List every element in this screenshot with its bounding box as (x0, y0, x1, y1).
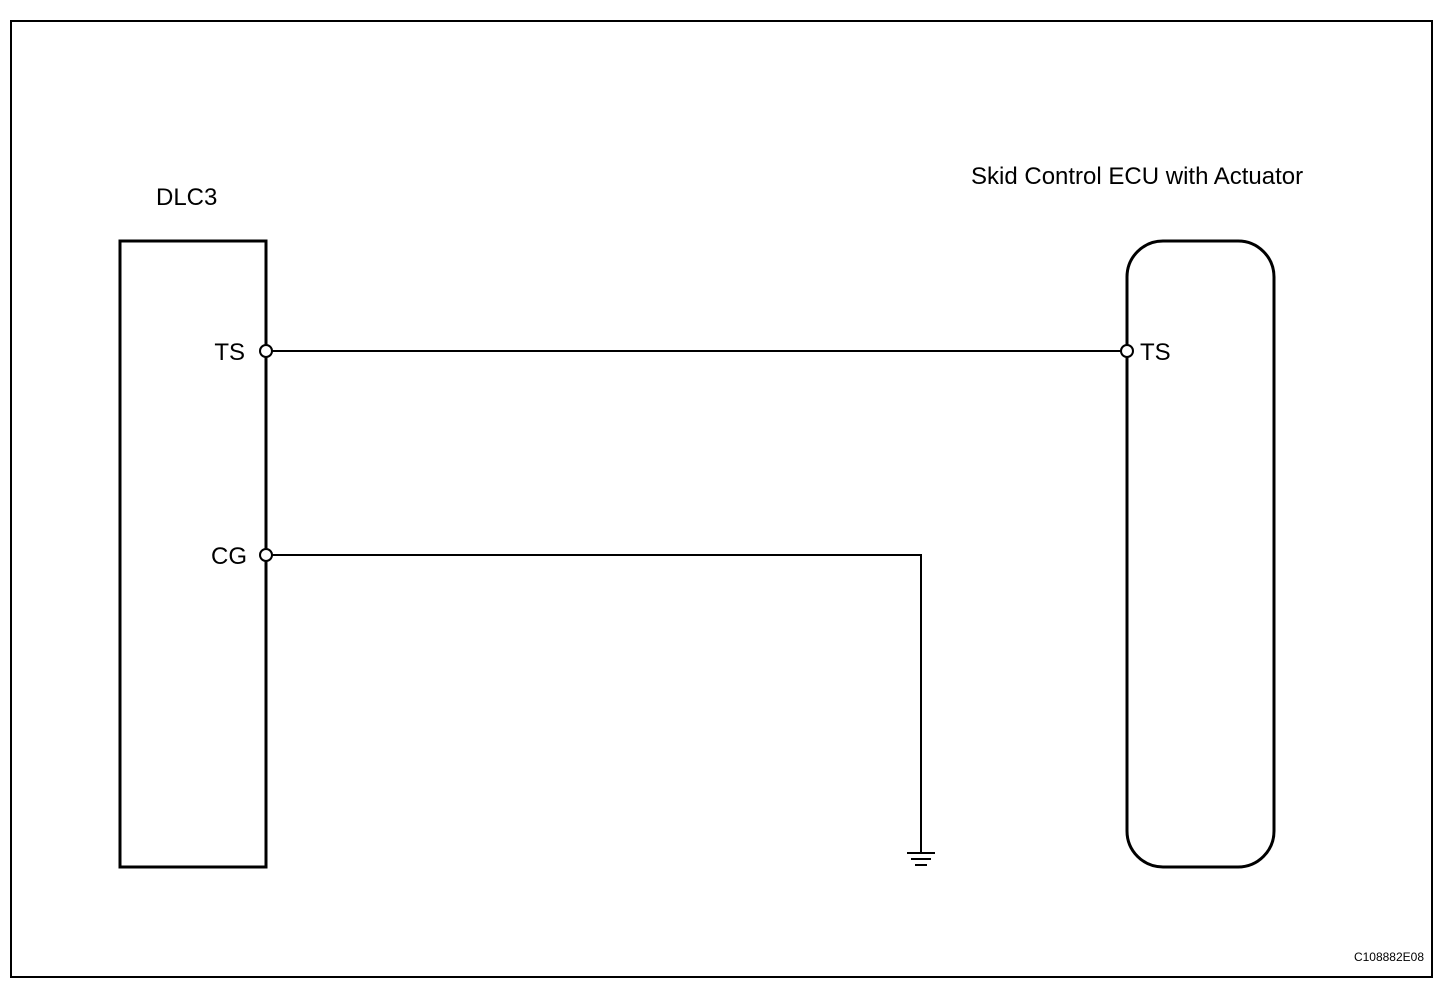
dlc3-ts-terminal (259, 344, 273, 358)
ground-icon (907, 852, 935, 866)
ecu-box (1125, 239, 1276, 869)
ecu-ts-terminal (1120, 344, 1134, 358)
cg-wire (272, 554, 922, 852)
dlc3-cg-terminal (259, 548, 273, 562)
dlc3-cg-label: CG (211, 543, 247, 570)
diagram-frame (10, 20, 1433, 978)
dlc3-title: DLC3 (156, 184, 217, 211)
dlc3-ts-label: TS (214, 339, 245, 366)
ecu-ts-label: TS (1140, 339, 1171, 366)
figure-code: C108882E08 (1354, 950, 1424, 964)
ecu-title: Skid Control ECU with Actuator (971, 163, 1303, 190)
